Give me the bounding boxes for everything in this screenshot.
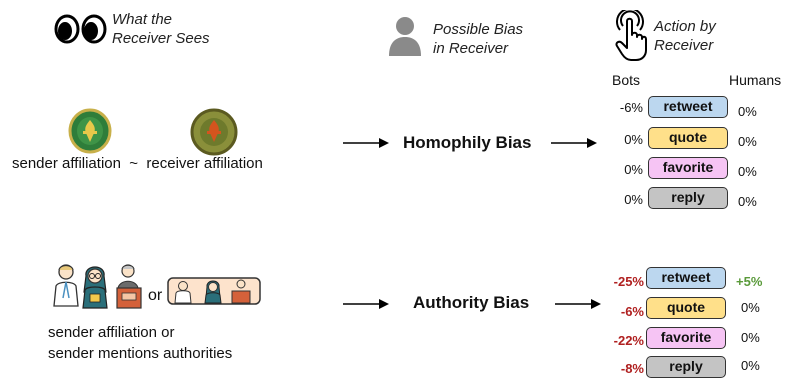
quote-pill: quote	[646, 297, 726, 319]
people-icon	[52, 262, 146, 315]
retweet-pill: retweet	[646, 267, 726, 289]
bots-value: 0%	[624, 162, 643, 177]
retweet-pill: retweet	[648, 96, 728, 118]
humans-value: 0%	[738, 134, 757, 149]
reply-pill: reply	[648, 187, 728, 209]
header-line: Action by	[654, 18, 716, 35]
arrow-icon	[551, 136, 597, 154]
header-line: Receiver	[654, 37, 714, 54]
bots-value: 0%	[624, 192, 643, 207]
header-what-receiver-sees: What the Receiver Sees	[112, 10, 210, 48]
hand-pointer-icon	[614, 7, 648, 67]
header-line: in Receiver	[433, 40, 509, 57]
bots-value: 0%	[624, 132, 643, 147]
humans-value: 0%	[738, 194, 757, 209]
affiliation-line: sender mentions authorities	[48, 345, 233, 362]
quote-pill: quote	[648, 127, 728, 149]
header-action-by-receiver: Action by Receiver	[654, 17, 716, 55]
affiliation-text: sender affiliation ~ receiver affiliatio…	[12, 155, 263, 172]
column-bots: Bots	[612, 72, 641, 88]
bots-value: -6%	[620, 304, 644, 319]
header-line: Possible Bias	[433, 21, 524, 38]
column-humans: Humans	[729, 72, 782, 88]
badge-icon	[68, 108, 112, 159]
humans-value: 0%	[738, 164, 757, 179]
favorite-pill: favorite	[646, 327, 726, 349]
header-possible-bias: Possible Bias in Receiver	[433, 20, 523, 58]
bots-value: -8%	[620, 361, 644, 376]
humans-value: 0%	[741, 300, 760, 315]
humans-value: 0%	[741, 330, 760, 345]
reply-pill: reply	[646, 356, 726, 378]
badge-icon	[190, 108, 238, 161]
authority-affiliation-text: sender affiliation or sender mentions au…	[48, 322, 232, 364]
bots-value: -6%	[619, 100, 643, 115]
humans-value: +5%	[736, 274, 763, 289]
humans-value: 0%	[738, 104, 757, 119]
arrow-icon	[555, 297, 601, 315]
bots-value: -22%	[613, 333, 644, 348]
header-line: What the	[112, 11, 173, 28]
favorite-pill: favorite	[648, 157, 728, 179]
arrow-icon	[343, 297, 389, 315]
authority-bias-label: Authority Bias	[413, 293, 530, 312]
header-line: Receiver Sees	[112, 30, 210, 47]
affiliation-line: sender affiliation or	[48, 324, 175, 341]
people-group-icon	[167, 277, 261, 310]
eyes-icon	[54, 14, 110, 49]
arrow-icon	[343, 136, 389, 154]
bots-value: -25%	[613, 274, 644, 289]
or-text: or	[148, 287, 163, 304]
homophily-bias-label: Homophily Bias	[403, 133, 532, 152]
humans-value: 0%	[741, 358, 760, 373]
person-icon	[388, 16, 422, 61]
